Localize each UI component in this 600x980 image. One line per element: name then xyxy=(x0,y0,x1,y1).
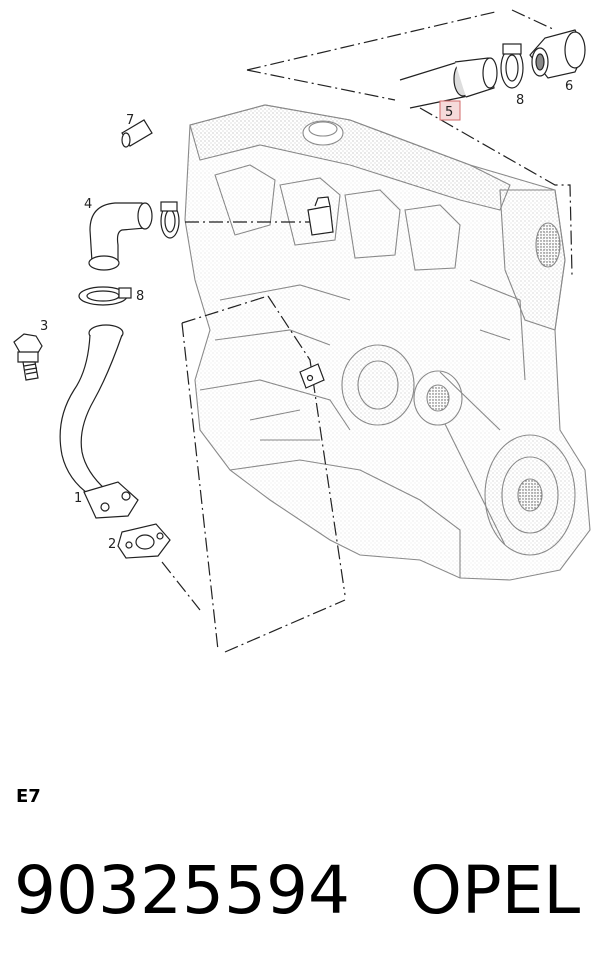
upper-detail-group xyxy=(246,9,586,276)
callout-2: 2 xyxy=(108,537,116,552)
clamp-upper xyxy=(160,201,180,239)
callout-3: 3 xyxy=(40,319,48,334)
callout-1: 1 xyxy=(74,491,82,506)
sleeve-part-7 xyxy=(121,119,153,148)
clamp-part-8-lower xyxy=(78,286,132,306)
bolt-part-3 xyxy=(13,333,43,381)
engine-block-illustration xyxy=(184,104,591,581)
callout-5-highlight xyxy=(439,100,461,121)
pipe-part-1 xyxy=(59,324,139,519)
footer-caption: 90325594 OPEL xyxy=(14,852,594,929)
flange-part-6 xyxy=(529,29,586,79)
parts-diagram: 7 4 8 3 1 2 8 6 5 xyxy=(13,9,591,653)
left-hose-group xyxy=(13,119,346,653)
elbow-hose-part-4 xyxy=(88,202,153,271)
callout-7: 7 xyxy=(126,113,134,128)
gasket-part-2 xyxy=(117,523,171,559)
callout-5: 5 xyxy=(445,105,453,120)
callout-4: 4 xyxy=(84,197,92,212)
section-code: E7 xyxy=(16,786,41,807)
callout-6: 6 xyxy=(565,79,573,94)
part-number: 90325594 xyxy=(14,852,350,929)
hose-part-5 xyxy=(399,57,498,109)
clamp-part-8-top xyxy=(500,43,524,89)
callouts: 7 4 8 3 1 2 8 6 5 xyxy=(40,79,573,552)
callout-8-lower: 8 xyxy=(136,289,144,304)
brand-name: OPEL xyxy=(409,852,581,929)
callout-8-top: 8 xyxy=(516,93,524,108)
